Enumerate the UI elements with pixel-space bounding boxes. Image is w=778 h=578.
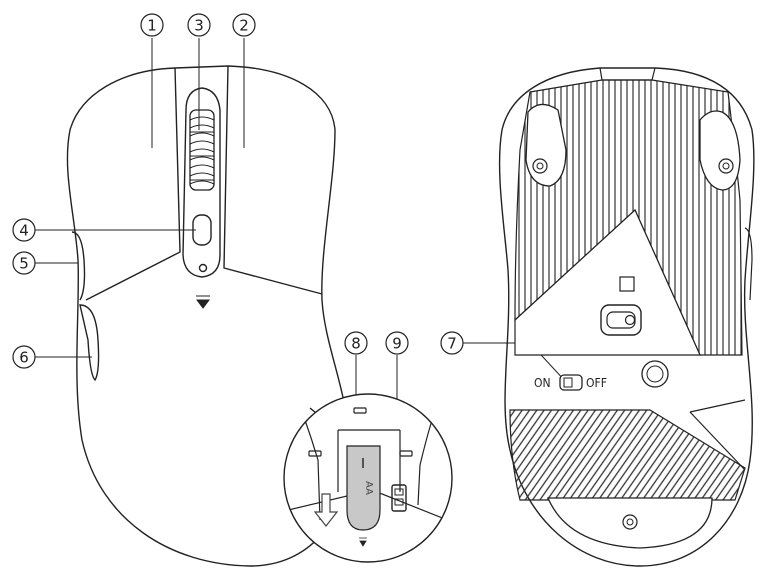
side-button-forward <box>71 231 86 301</box>
callout-5-label: 5 <box>19 255 29 273</box>
mouse-top-view <box>66 65 351 567</box>
mouse-top-outline <box>66 65 351 567</box>
foot-top-left <box>525 103 567 187</box>
callout-3-label: 3 <box>194 17 204 35</box>
arrow-marker <box>196 295 210 309</box>
foot-top-right <box>699 110 741 191</box>
sensor-square <box>619 276 635 292</box>
callout-9-label: 9 <box>392 335 402 353</box>
power-switch: ON OFF <box>534 374 607 391</box>
side-button-back <box>79 304 100 382</box>
callout-3: 3 <box>187 13 211 37</box>
usb-receiver <box>391 484 407 512</box>
bottom-hatch-lower <box>509 409 746 501</box>
battery-label: AA <box>363 481 374 495</box>
scroll-slot <box>182 87 221 278</box>
round-pad <box>641 360 669 388</box>
optical-sensor <box>600 304 642 336</box>
button-seam-right <box>223 65 323 295</box>
remove-arrow <box>313 493 339 527</box>
callout-1: 1 <box>140 13 164 37</box>
callout-9: 9 <box>385 331 409 355</box>
callout-6: 6 <box>12 345 36 369</box>
aa-battery: AA <box>346 445 381 547</box>
callout-1-label: 1 <box>147 17 157 35</box>
callout-8-label: 8 <box>351 335 361 353</box>
callouts: 1 3 2 4 5 6 8 9 <box>12 13 464 369</box>
battery-compartment-detail: AA <box>283 393 453 563</box>
mouse-bottom-view: ON OFF <box>498 67 755 567</box>
callout-6-label: 6 <box>19 349 29 367</box>
callout-4: 4 <box>12 218 36 242</box>
switch-on-label: ON <box>534 376 551 390</box>
callout-7: 7 <box>440 331 464 355</box>
mouse-bottom-outline <box>498 67 755 567</box>
scroll-wheel <box>189 109 215 191</box>
led-indicator <box>198 263 208 273</box>
switch-off-label: OFF <box>586 376 607 390</box>
callout-8: 8 <box>344 331 368 355</box>
callout-2-label: 2 <box>239 17 249 35</box>
callout-4-label: 4 <box>19 222 29 240</box>
callout-5: 5 <box>12 251 36 275</box>
callout-2: 2 <box>232 13 256 37</box>
button-seam-left <box>85 67 181 301</box>
callout-7-label: 7 <box>447 335 457 353</box>
